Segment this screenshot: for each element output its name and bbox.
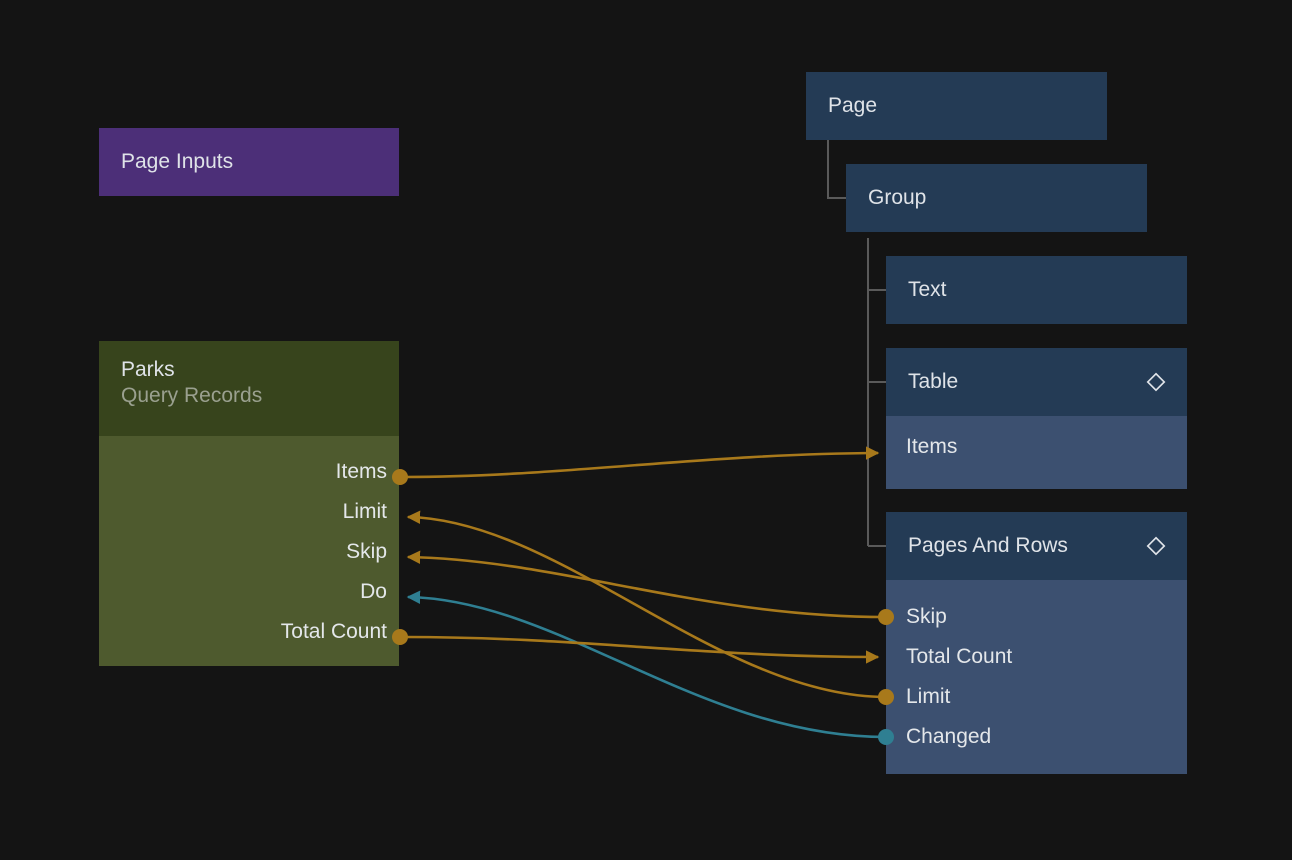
port-par-skip[interactable]: Skip (886, 604, 947, 630)
node-parks-body: Items Limit Skip Do Total Count (99, 436, 399, 666)
node-table-body: Items (886, 416, 1187, 489)
port-par-skip-label: Skip (906, 605, 947, 628)
node-pages-and-rows-title: Pages And Rows (908, 534, 1068, 557)
port-parks-do[interactable]: Do (360, 579, 387, 605)
node-parks-title: Parks (121, 358, 175, 381)
wire-parks-items-to-table-items (403, 446, 880, 479)
node-table-title: Table (908, 370, 959, 393)
port-par-total-count[interactable]: Total Count (886, 644, 1012, 670)
wire-pagesandrows-skip-to-parks-skip (406, 550, 887, 619)
node-text-title: Text (908, 278, 947, 301)
node-page-inputs[interactable]: Page Inputs (99, 128, 399, 196)
node-parks[interactable]: Parks Query Records Items Limit Skip Do … (99, 341, 399, 673)
port-parks-total-count-label: Total Count (280, 620, 387, 643)
node-text-header[interactable]: Text (886, 256, 1187, 324)
port-table-items[interactable]: Items (886, 434, 957, 460)
port-par-total-count-label: Total Count (906, 645, 1013, 668)
node-page-inputs-title: Page Inputs (121, 150, 234, 173)
port-par-changed[interactable]: Changed (886, 724, 991, 750)
port-parks-skip-label: Skip (346, 540, 387, 563)
port-par-changed-label: Changed (906, 725, 992, 748)
port-parks-limit[interactable]: Limit (343, 499, 387, 525)
port-table-items-label: Items (906, 435, 958, 458)
node-pages-and-rows[interactable]: Pages And Rows Skip Total Count Limit Ch… (886, 512, 1187, 774)
port-parks-do-label: Do (360, 580, 387, 603)
wire-pagesandrows-changed-to-parks-do (406, 590, 887, 739)
wire-pagesandrows-limit-to-parks-limit (406, 510, 887, 699)
port-parks-items[interactable]: Items (336, 459, 387, 485)
port-parks-limit-label: Limit (342, 500, 387, 523)
node-page-inputs-header[interactable]: Page Inputs (99, 128, 399, 196)
diamond-icon[interactable] (1145, 535, 1167, 557)
node-text[interactable]: Text (886, 256, 1187, 324)
node-page-title: Page (828, 94, 878, 117)
port-parks-total-count[interactable]: Total Count (281, 619, 387, 645)
port-par-limit[interactable]: Limit (886, 684, 950, 710)
node-group-header[interactable]: Group (846, 164, 1147, 232)
node-table[interactable]: Table Items (886, 348, 1187, 489)
port-parks-items-label: Items (335, 460, 387, 483)
node-group-title: Group (868, 186, 927, 209)
diamond-icon[interactable] (1145, 371, 1167, 393)
node-page[interactable]: Page (806, 72, 1107, 140)
node-pages-and-rows-body: Skip Total Count Limit Changed (886, 580, 1187, 774)
wire-parks-totalcount-to-pagesandrows-totalcount (403, 635, 880, 664)
port-parks-skip[interactable]: Skip (346, 539, 387, 565)
node-pages-and-rows-header[interactable]: Pages And Rows (886, 512, 1187, 580)
node-group[interactable]: Group (846, 164, 1147, 232)
node-table-header[interactable]: Table (886, 348, 1187, 416)
node-parks-header[interactable]: Parks Query Records (99, 341, 399, 436)
node-parks-subtitle: Query Records (121, 384, 263, 407)
node-page-header[interactable]: Page (806, 72, 1107, 140)
port-par-limit-label: Limit (906, 685, 951, 708)
